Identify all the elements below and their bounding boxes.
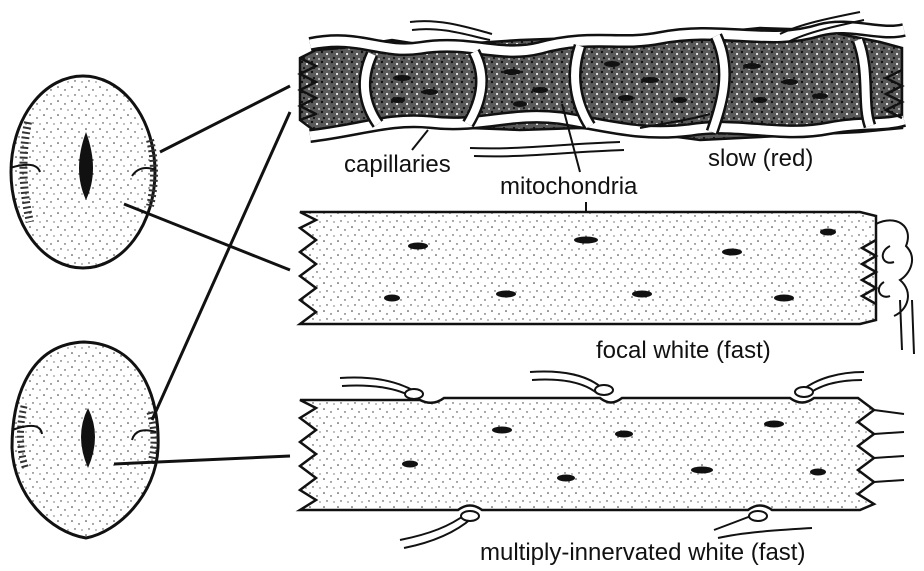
upper-cross-section <box>10 76 156 268</box>
focal-white-label: focal white (fast) <box>596 337 771 364</box>
capillaries-pointer <box>412 130 428 150</box>
focal-white-fiber <box>300 212 914 354</box>
lower-cross-section <box>12 342 158 538</box>
mitochondria-label: mitochondria <box>500 173 638 200</box>
multiply-innervated-white-fiber <box>300 372 904 548</box>
capillaries-label: capillaries <box>344 151 451 178</box>
slow-red-fiber <box>300 12 904 156</box>
slow-red-label: slow (red) <box>708 145 813 172</box>
multiply-innervated-white-label: multiply-innervated white (fast) <box>480 539 805 566</box>
